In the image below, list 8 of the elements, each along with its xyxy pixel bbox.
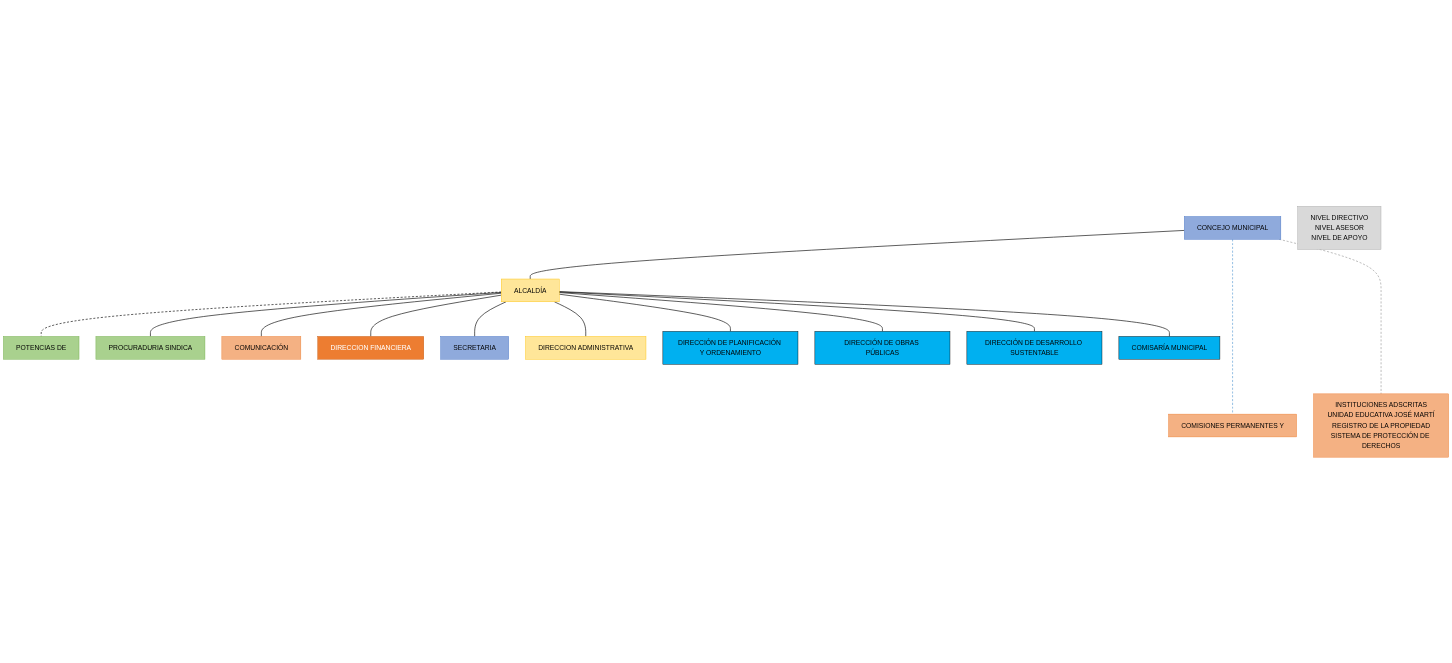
connector [150, 291, 502, 337]
connector [40, 291, 502, 337]
connector [1232, 238, 1233, 415]
connector [558, 291, 1035, 332]
connector [261, 292, 502, 337]
connector [558, 293, 731, 332]
connector [558, 291, 1170, 337]
connector [558, 291, 883, 332]
